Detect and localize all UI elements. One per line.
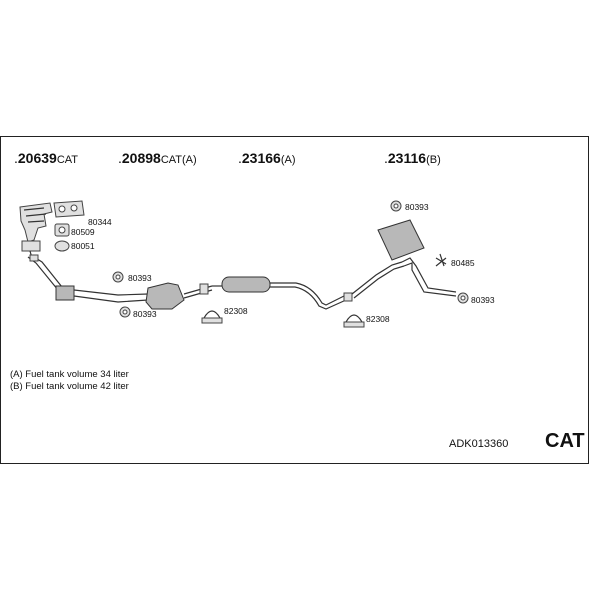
front-pipe-part bbox=[27, 254, 149, 303]
note-fuel-tank-a: (A) Fuel tank volume 34 liter bbox=[10, 369, 129, 380]
clamp-rear bbox=[343, 314, 365, 328]
kit-code: ADK013360 bbox=[449, 438, 509, 450]
part-label-80393-rear-top: 80393 bbox=[405, 202, 429, 212]
mount-ring-rear-top bbox=[390, 200, 402, 212]
part-label-80393-rear-bottom: 80393 bbox=[471, 295, 495, 305]
gasket-part bbox=[53, 200, 85, 218]
mount-ring-top bbox=[112, 271, 124, 283]
small-part bbox=[54, 240, 70, 252]
hanger-rear bbox=[435, 253, 447, 267]
flange-gasket-part bbox=[54, 223, 70, 237]
part-label-80393-catalyst-bottom: 80393 bbox=[133, 309, 157, 319]
assembly-ref-manifold: .20639CAT bbox=[14, 150, 79, 166]
part-label-80509: 80509 bbox=[71, 227, 95, 237]
catalytic-converter-part bbox=[145, 282, 213, 310]
mount-ring-rear-bottom bbox=[457, 292, 469, 304]
part-label-80393-catalyst-top: 80393 bbox=[128, 273, 152, 283]
assembly-ref-catalyst: .20898CAT(A) bbox=[118, 150, 197, 166]
manifold-part bbox=[19, 202, 53, 259]
middle-silencer-part bbox=[212, 276, 353, 310]
clamp-front bbox=[201, 310, 223, 324]
part-label-80051: 80051 bbox=[71, 241, 95, 251]
part-label-80344: 80344 bbox=[88, 217, 112, 227]
note-fuel-tank-b: (B) Fuel tank volume 42 liter bbox=[10, 381, 129, 392]
assembly-ref-middle-silencer: .23166(A) bbox=[238, 150, 296, 166]
assembly-ref-rear-silencer: .23116(B) bbox=[384, 150, 441, 166]
kit-type: CAT bbox=[545, 430, 585, 452]
part-label-82308-front: 82308 bbox=[224, 306, 248, 316]
part-label-80485: 80485 bbox=[451, 258, 475, 268]
diagram-frame bbox=[0, 136, 589, 464]
part-label-82308-rear: 82308 bbox=[366, 314, 390, 324]
rear-silencer-part bbox=[351, 219, 457, 299]
mount-ring-bottom bbox=[119, 306, 131, 318]
